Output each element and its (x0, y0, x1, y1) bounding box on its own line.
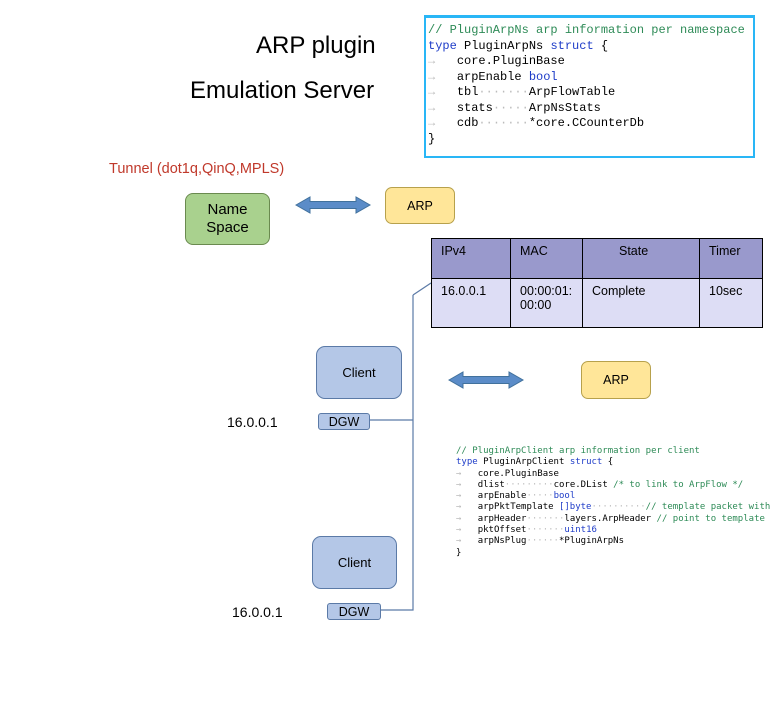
code-field: → core.PluginBase (456, 468, 559, 479)
code-field: → pktOffset·······uint16 (456, 525, 597, 536)
code-decl: type PluginArpClient struct { (456, 457, 771, 468)
code-field: → arpNsPlug······*PluginArpNs (456, 536, 625, 547)
cell-state: Complete (582, 278, 700, 328)
arp-flow-table: IPv4 MAC State Timer 16.0.0.1 00:00:01: … (431, 238, 763, 328)
code-field: → tbl·······ArpFlowTable (428, 85, 616, 99)
code-close: } (456, 547, 462, 558)
header-mac: MAC (510, 238, 583, 279)
code-keyword: type (456, 457, 478, 468)
table-header-row: IPv4 MAC State Timer (431, 238, 763, 279)
field-type: bool (528, 69, 558, 84)
client-box-2: Client (312, 536, 397, 589)
field-name: core.PluginBase (477, 468, 559, 479)
code-close: } (428, 131, 436, 146)
code-comment: // PluginArpNs arp information per names… (428, 23, 745, 37)
field-name: arpEnable (477, 491, 527, 502)
code-keyword: type (428, 38, 457, 53)
cell-mac-line1: 00:00:01: (520, 284, 573, 298)
table-row: 16.0.0.1 00:00:01: 00:00 Complete 10sec (431, 278, 763, 328)
code-field: → cdb·······*core.CCounterDb (428, 116, 645, 130)
code-block-plugin-arp-ns: // PluginArpNs arp information per names… (424, 15, 755, 158)
header-ipv4: IPv4 (431, 238, 511, 279)
header-state: State (582, 238, 700, 279)
code-field: → arpEnable bool (428, 69, 558, 84)
cell-timer: 10sec (699, 278, 763, 328)
client-2-dgw: DGW (327, 603, 381, 620)
double-arrow-top (294, 196, 372, 214)
code-type-name: PluginArpNs (456, 38, 551, 53)
namespace-box: Name Space (185, 193, 270, 245)
namespace-label-line2: Space (206, 219, 249, 236)
client-box-1: Client (316, 346, 402, 399)
field-type: layers.ArpHeader (564, 513, 652, 524)
code-field: → core.PluginBase (428, 54, 565, 68)
field-name: cdb (456, 116, 479, 130)
field-comment: /* to link to ArpFlow */ (613, 479, 744, 490)
arp-box-top: ARP (385, 187, 455, 224)
title-arp-plugin: ARP plugin (256, 32, 376, 59)
tree-top-line (412, 282, 432, 296)
field-type: bool (553, 491, 576, 502)
code-field: → dlist·········core.DList /* to link to… (456, 479, 744, 490)
code-field: → stats·····ArpNsStats (428, 100, 601, 115)
field-type: []byte (558, 502, 592, 513)
tree-line (381, 295, 414, 611)
code-field: → arpPktTemplate []byte··········// temp… (456, 502, 771, 513)
field-name: arpEnable (456, 69, 522, 84)
code-keyword: struct (550, 38, 594, 53)
field-type: ArpNsStats (528, 100, 601, 115)
code-brace: { (602, 457, 614, 468)
code-comment: // PluginArpClient arp information per c… (456, 446, 700, 456)
field-name: arpPktTemplate (477, 502, 554, 513)
field-type: core.DList (553, 479, 608, 490)
code-decl: type PluginArpNs struct { (428, 39, 753, 55)
namespace-label-line1: Name (207, 201, 248, 218)
tunnel-label: Tunnel (dot1q,QinQ,MPLS) (109, 161, 285, 177)
field-name: tbl (456, 85, 479, 99)
client-1-ip: 16.0.0.1 (227, 414, 278, 430)
code-field: → arpHeader·······layers.ArpHeader // po… (456, 514, 771, 525)
field-name: core.PluginBase (456, 54, 565, 68)
field-comment: // template packet with (645, 502, 771, 513)
client-1-dgw: DGW (318, 413, 370, 430)
title-emulation-server: Emulation Server (190, 77, 375, 104)
cell-ipv4: 16.0.0.1 (431, 278, 511, 328)
field-type: *core.CCounterDb (528, 116, 645, 130)
field-comment: // point to template packet (656, 513, 771, 524)
field-type: ArpFlowTable (528, 85, 616, 99)
field-name: arpNsPlug (477, 536, 527, 547)
code-type-name: PluginArpClient (477, 457, 570, 468)
field-name: arpHeader (477, 513, 527, 524)
code-field: → arpEnable·····bool (456, 491, 576, 502)
code-brace: { (593, 38, 609, 53)
cell-mac-line2: 00:00 (520, 298, 552, 312)
cell-mac: 00:00:01: 00:00 (510, 278, 583, 328)
arp-box-bottom: ARP (581, 361, 651, 399)
field-name: pktOffset (477, 525, 527, 536)
field-type: uint16 (564, 525, 597, 536)
field-name: dlist (477, 479, 505, 490)
double-arrow-bottom (447, 371, 525, 389)
field-name: stats (456, 100, 493, 115)
code-keyword: struct (569, 457, 603, 468)
code-block-plugin-arp-client: // PluginArpClient arp information per c… (456, 446, 771, 558)
client-2-ip: 16.0.0.1 (232, 604, 283, 620)
field-type: *PluginArpNs (558, 536, 625, 547)
header-timer: Timer (699, 238, 763, 279)
